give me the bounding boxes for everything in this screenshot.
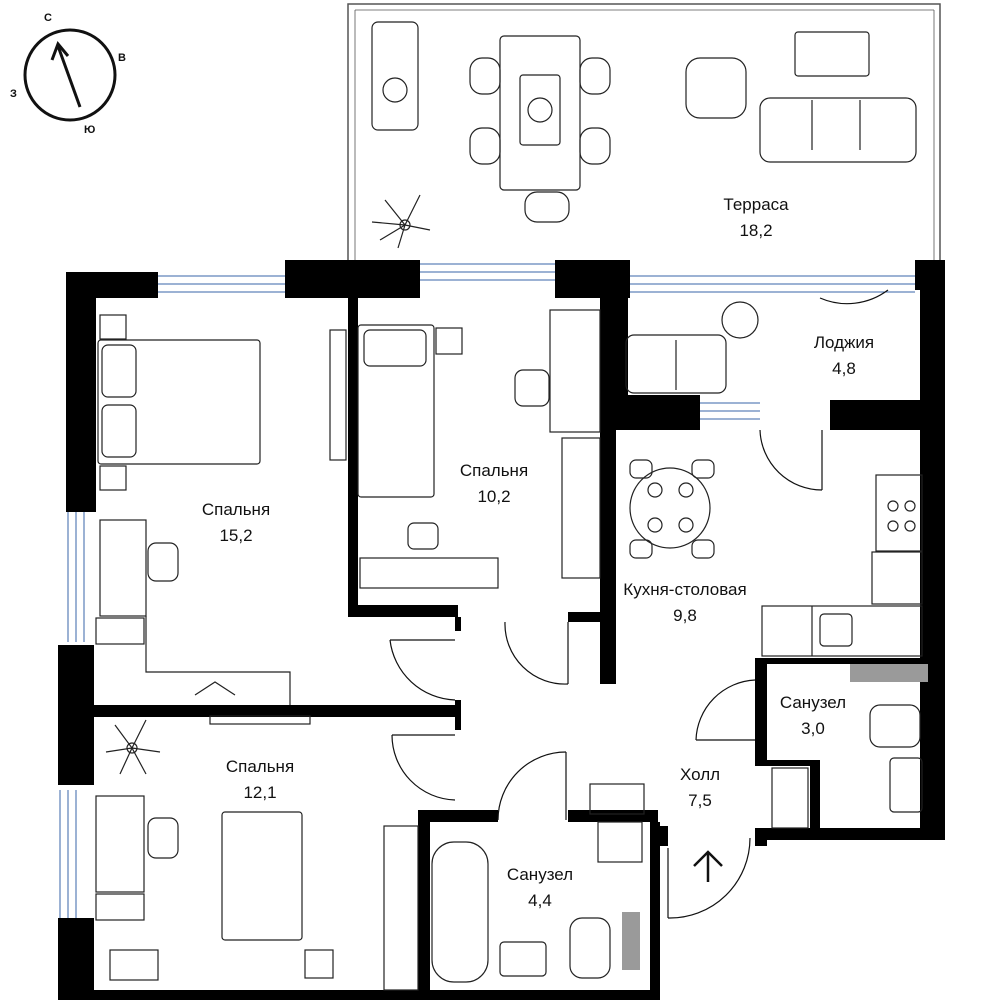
bedroom2-furniture — [329, 309, 601, 589]
room-label-kitchen: Кухня-столовая 9,8 — [623, 577, 746, 629]
room-label-bedroom-1: Спальня 15,2 — [202, 497, 270, 549]
bath1-tile — [850, 664, 928, 682]
compass-west-label: З — [10, 88, 17, 100]
room-name: Спальня — [459, 461, 529, 480]
bath2-tile — [622, 912, 640, 970]
plant-icon — [371, 194, 431, 249]
entrance-arrow-icon — [693, 850, 723, 882]
room-label-hall: Холл 7,5 — [680, 762, 720, 814]
room-label-bedroom-3: Спальня 12,1 — [226, 754, 294, 806]
room-name: Спальня — [225, 757, 295, 776]
room-area: 9,8 — [673, 606, 697, 625]
kitchen-furniture — [629, 459, 923, 657]
room-name: Кухня-столовая — [623, 580, 747, 599]
compass-icon — [23, 28, 117, 122]
bath1-furniture — [771, 704, 923, 829]
room-name: Санузел — [506, 865, 574, 884]
compass-south-label: Ю — [84, 124, 96, 136]
room-area: 4,8 — [832, 359, 856, 378]
room-label-bath-2: Санузел 4,4 — [507, 862, 573, 914]
room-area: 10,2 — [477, 487, 511, 506]
loggia-furniture — [625, 301, 759, 394]
room-label-bath-1: Санузел 3,0 — [780, 690, 846, 742]
bedroom3-furniture — [95, 715, 419, 991]
walls — [58, 260, 945, 1000]
room-area: 4,4 — [528, 891, 552, 910]
room-name: Холл — [679, 765, 721, 784]
terrace-outline — [347, 3, 941, 262]
room-area: 7,5 — [688, 791, 712, 810]
room-name: Санузел — [779, 693, 847, 712]
room-area: 12,1 — [243, 783, 277, 802]
room-label-terrace: Терраса 18,2 — [723, 192, 788, 244]
room-area: 18,2 — [739, 221, 773, 240]
room-label-bedroom-2: Спальня 10,2 — [460, 458, 528, 510]
compass-east-label: В — [118, 52, 126, 64]
room-area: 3,0 — [801, 719, 825, 738]
bath2-furniture — [431, 783, 645, 983]
terrace-furniture — [371, 21, 917, 223]
room-name: Терраса — [723, 195, 789, 214]
bedroom3-plant-icon — [105, 719, 161, 775]
doors — [389, 289, 889, 919]
room-name: Лоджия — [813, 333, 875, 352]
room-name: Спальня — [201, 500, 271, 519]
bedroom1-furniture — [95, 314, 291, 705]
windows — [59, 263, 915, 918]
room-label-loggia: Лоджия 4,8 — [814, 330, 874, 382]
room-area: 15,2 — [219, 526, 253, 545]
compass-north-label: С — [44, 12, 52, 24]
